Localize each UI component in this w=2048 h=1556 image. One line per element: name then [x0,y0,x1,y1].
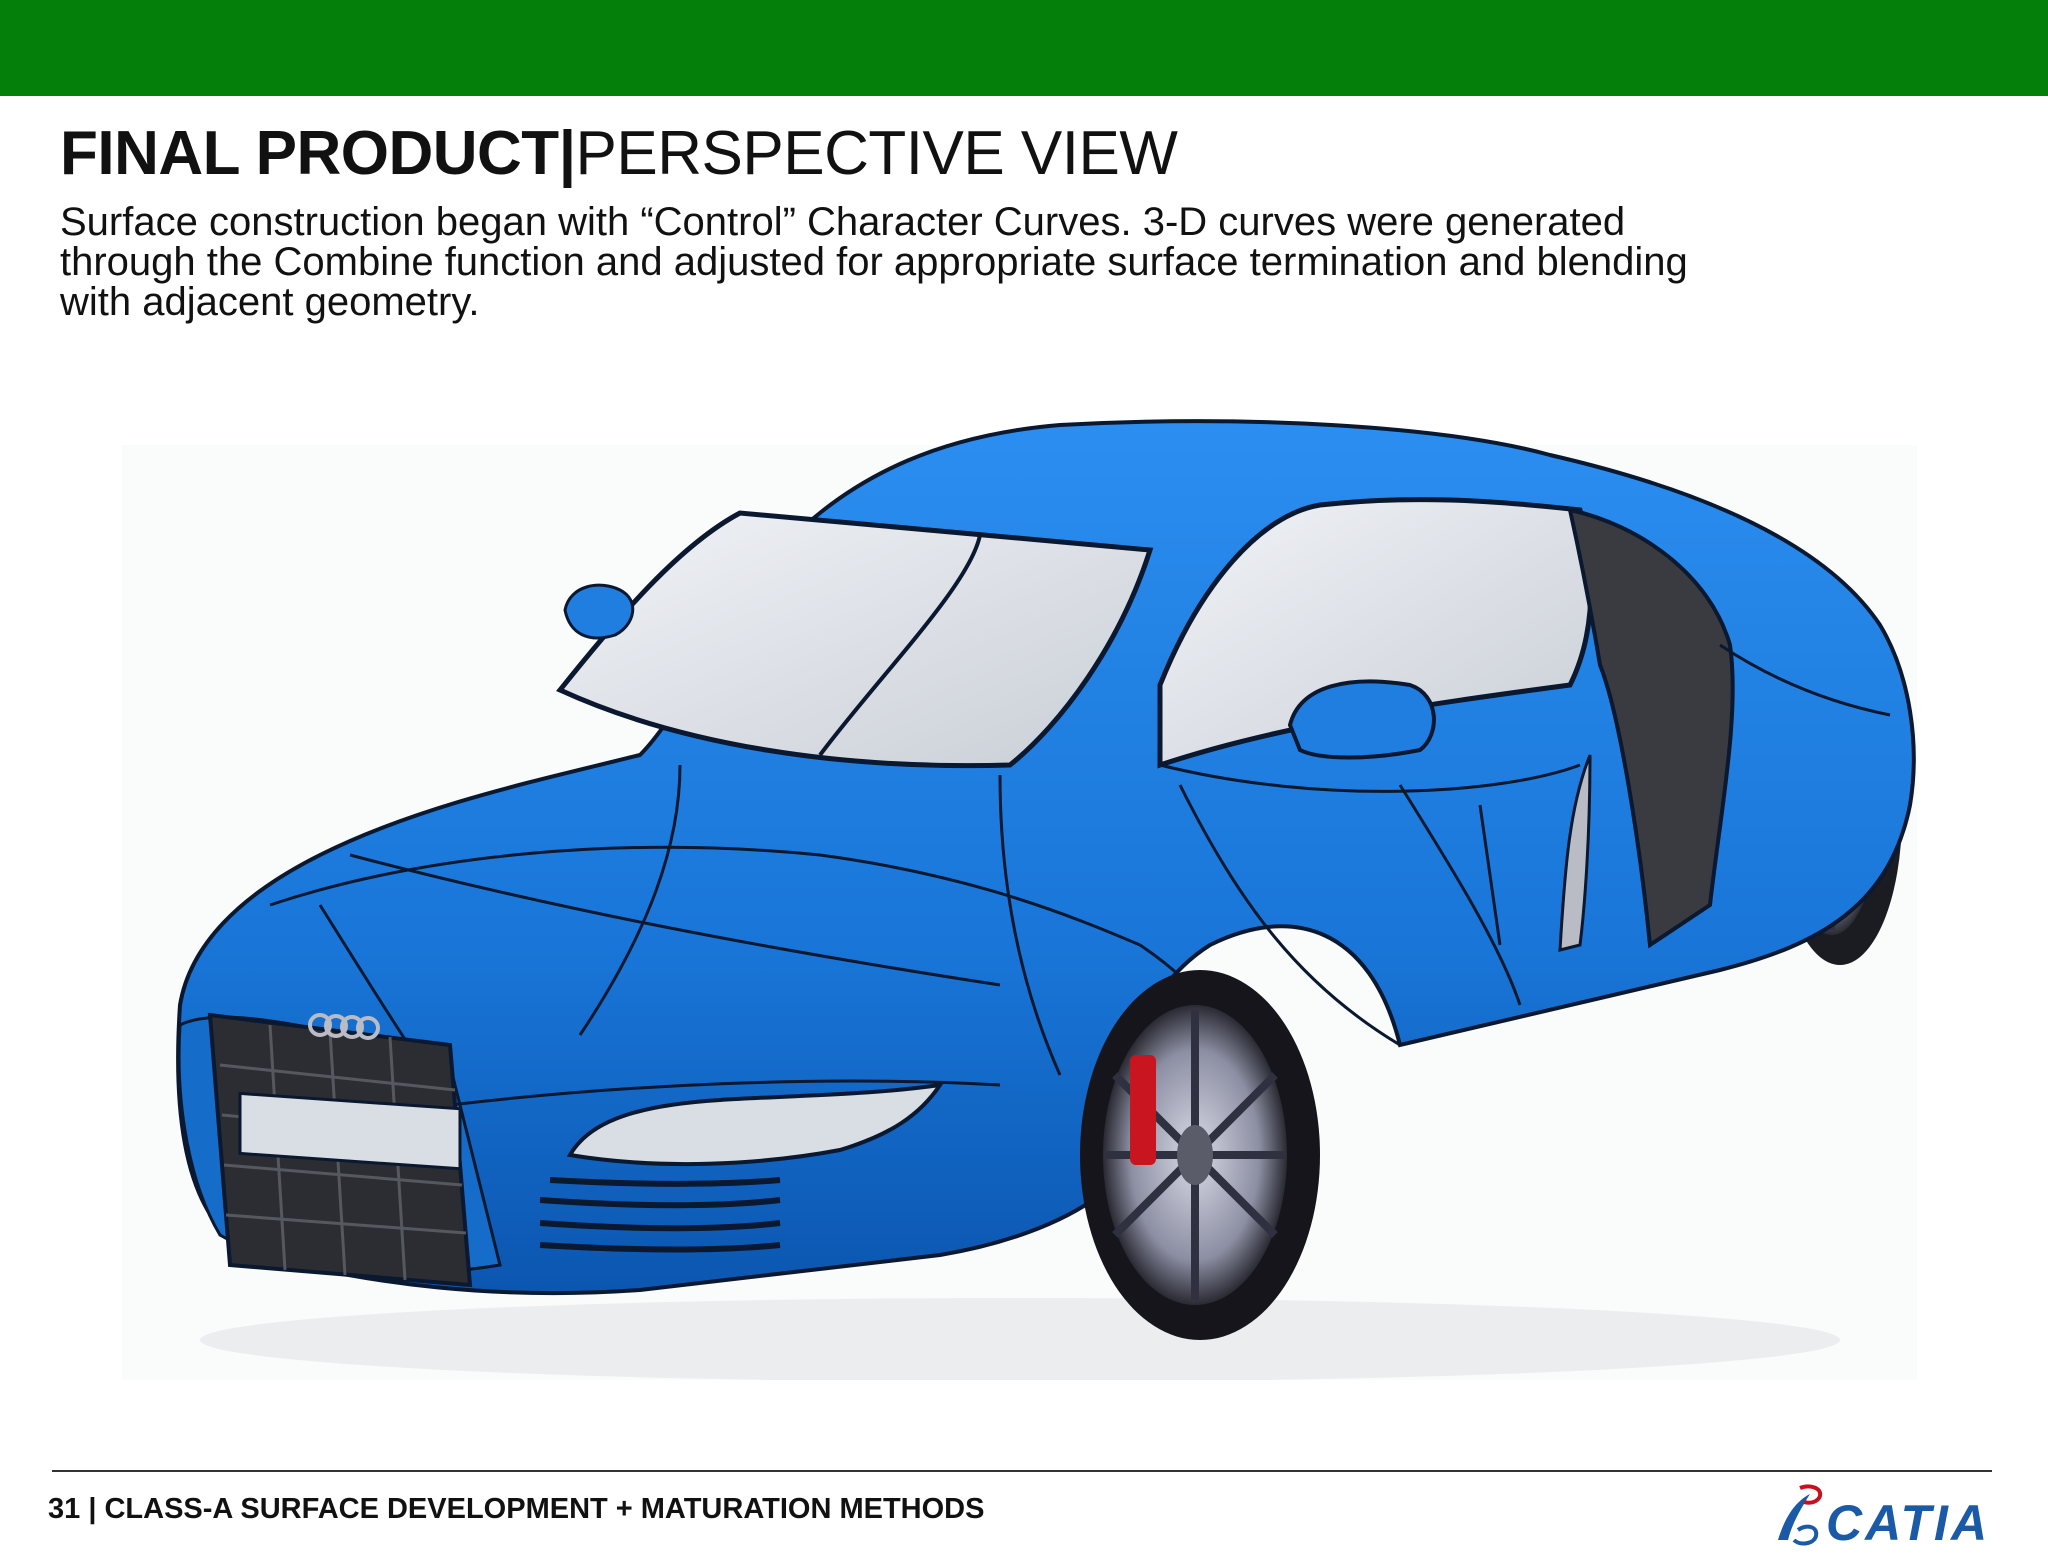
front-wheel [1080,970,1320,1340]
front-grille [207,1012,473,1288]
ground-shadow [200,1298,1840,1380]
front-brake-caliper [1130,1055,1156,1165]
hood-panel-lines [269,643,1891,1107]
front-side-intake [539,1177,781,1253]
windshield-glass [556,510,1154,769]
car-illustration [122,419,1917,1380]
side-intake [1558,754,1592,952]
catia-logo: CATIA [1770,1480,2000,1551]
side-mirror-right [1287,679,1436,760]
title-light: PERSPECTIVE VIEW [575,119,1178,188]
header-band [0,0,2048,96]
title-separator: | [558,119,576,188]
footer-divider [52,1470,1992,1472]
side-mirror-left [563,583,635,640]
side-blade [1567,507,1735,949]
car-render-figure [120,385,1940,1380]
slide-title: FINAL PRODUCT|PERSPECTIVE VIEW [60,116,1178,192]
ds-mark-icon [1778,1484,1823,1546]
brand-rings-logo [308,1013,380,1040]
catia-wordmark: CATIA [1826,1495,1991,1551]
license-plate [238,1091,462,1171]
title-bold: FINAL PRODUCT [60,119,559,188]
footer-label: 31 | CLASS-A SURFACE DEVELOPMENT + MATUR… [48,1493,985,1525]
headlight [566,1082,945,1167]
slide-description: Surface construction began with “Control… [60,200,1688,324]
